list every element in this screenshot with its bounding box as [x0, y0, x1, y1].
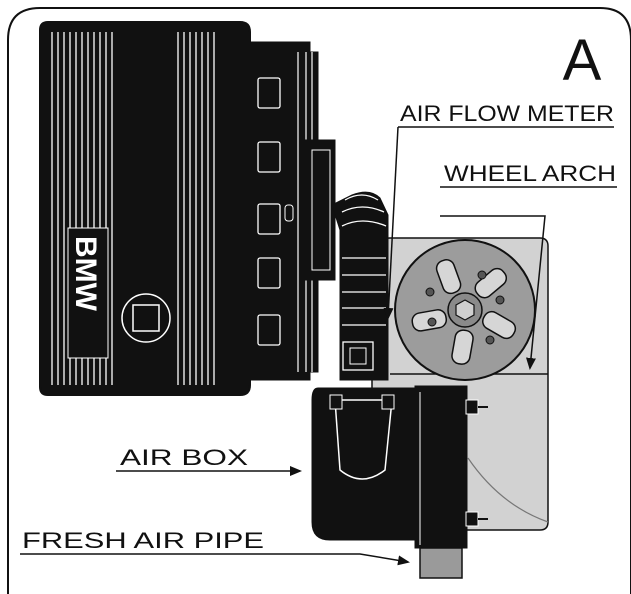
panel-frame [7, 7, 631, 594]
label-air-box: AIR BOX [120, 445, 248, 470]
air-box [311, 385, 488, 549]
leader-wheel-arch [440, 215, 546, 370]
leader-fresh-air-pipe [266, 553, 410, 566]
leader-air-flow-meter [383, 126, 399, 320]
air-flow-meter [331, 191, 389, 381]
engine-cover: BMW [39, 21, 251, 396]
panel-letter: A [563, 28, 602, 93]
label-fresh-air-pipe: FRESH AIR PIPE [22, 528, 264, 553]
fresh-air-pipe [419, 547, 463, 579]
engine-brand-text: BMW [69, 236, 102, 312]
intake-plenum [249, 41, 336, 381]
wheel-hub [394, 239, 536, 381]
label-wheel-arch: WHEEL ARCH [444, 161, 616, 186]
label-air-flow-meter: AIR FLOW METER [400, 101, 614, 126]
